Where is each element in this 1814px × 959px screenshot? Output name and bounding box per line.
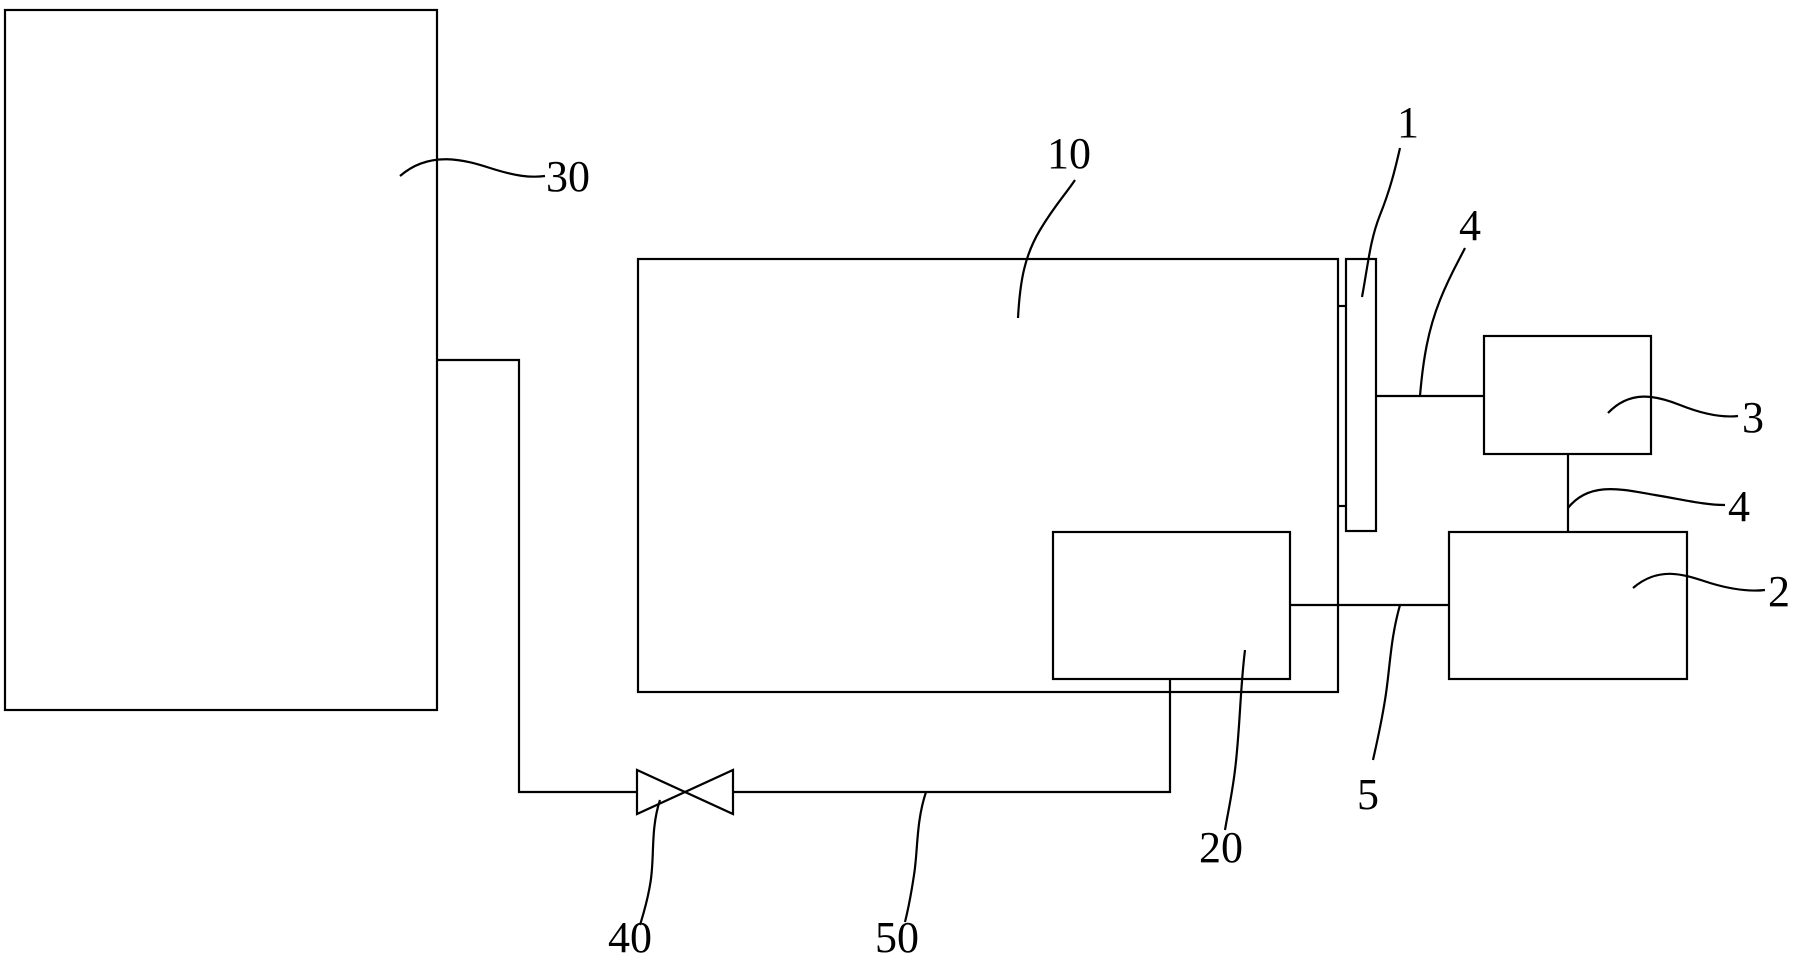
pipe-50 (437, 358, 1172, 794)
label-20: 20 (1199, 823, 1243, 872)
leader-1 (1360, 147, 1402, 298)
label-40: 40 (608, 913, 652, 959)
leader-20 (1223, 649, 1247, 831)
leader-40 (638, 799, 662, 926)
label-10: 10 (1047, 129, 1091, 178)
label-50: 50 (875, 913, 919, 959)
label-5: 5 (1357, 770, 1379, 819)
tank-30 (3, 8, 439, 712)
plate-1 (1344, 257, 1378, 533)
label-4-upper: 4 (1459, 201, 1481, 250)
leader-30 (399, 158, 546, 178)
leader-4-upper (1418, 247, 1466, 397)
label-30: 30 (546, 152, 590, 201)
chamber-10 (636, 257, 1340, 694)
leader-4-lower (1567, 488, 1726, 509)
leader-10 (1016, 179, 1076, 319)
unit-2 (1447, 530, 1689, 681)
valve-40-icon (635, 768, 735, 816)
leader-2 (1632, 572, 1766, 592)
label-2: 2 (1768, 567, 1790, 616)
leader-3 (1607, 395, 1739, 418)
label-4-lower: 4 (1728, 482, 1750, 531)
inner-unit-20 (1051, 530, 1292, 681)
label-3: 3 (1742, 393, 1764, 442)
leader-5 (1371, 604, 1402, 761)
label-1: 1 (1397, 98, 1419, 147)
leader-50 (903, 791, 928, 923)
unit-3 (1482, 334, 1653, 456)
